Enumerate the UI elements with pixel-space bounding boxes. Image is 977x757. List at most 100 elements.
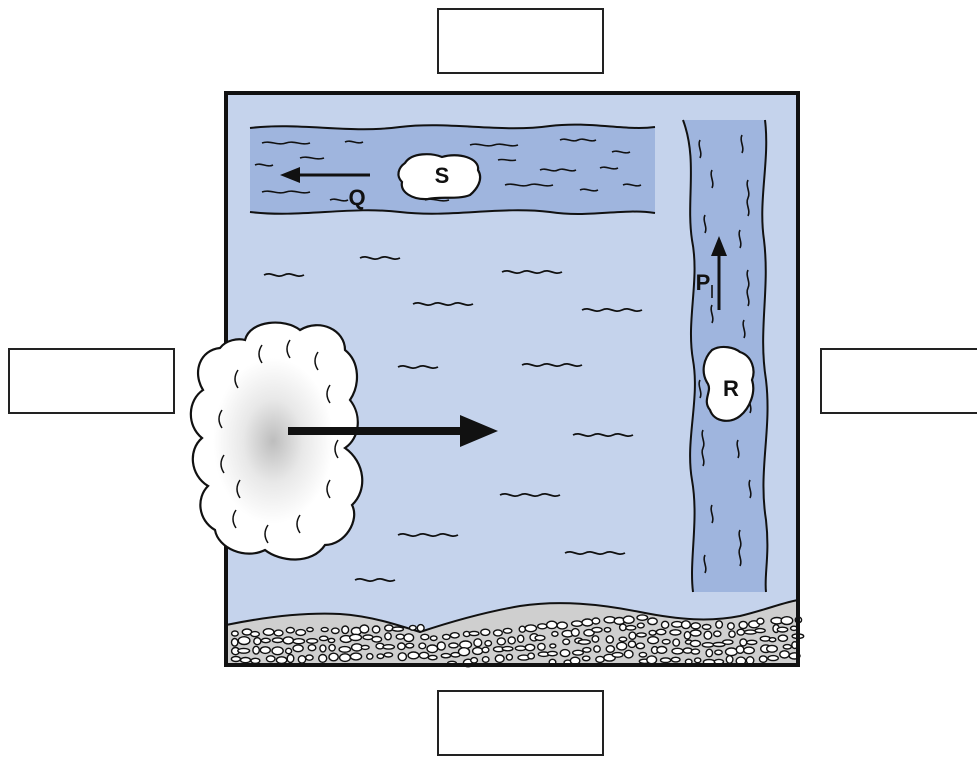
pebble (503, 628, 512, 633)
pebble (396, 634, 404, 639)
pebble (583, 648, 591, 653)
pebble (690, 630, 701, 636)
pebble (251, 658, 260, 663)
pebble (419, 652, 428, 658)
pebble (649, 630, 656, 635)
label-p: P (696, 270, 711, 295)
pebble (672, 648, 683, 654)
pebble (469, 631, 479, 635)
pebble (739, 621, 747, 628)
pebble (757, 618, 764, 624)
pebble (661, 658, 671, 663)
pebble (406, 643, 414, 648)
pebble (508, 637, 515, 644)
pebble (441, 654, 450, 658)
pebble (443, 634, 450, 639)
pebble (319, 655, 327, 663)
pebble (691, 623, 700, 629)
pebble (637, 623, 644, 628)
pebble (740, 639, 747, 646)
pebble (525, 625, 536, 632)
pebble (572, 621, 583, 626)
pebble (519, 626, 525, 632)
pebble (328, 638, 334, 642)
pebble (684, 632, 690, 639)
pebble (308, 645, 316, 651)
pebble (596, 656, 604, 662)
pebble (287, 655, 294, 663)
pebble (550, 644, 556, 648)
pebble (548, 651, 558, 655)
cloud (191, 323, 362, 560)
pebble (594, 646, 600, 652)
pebble (497, 638, 505, 645)
pebble (535, 635, 545, 640)
pebble (272, 638, 282, 643)
pebble (755, 629, 765, 633)
pebble (360, 625, 369, 633)
pebble (706, 649, 712, 657)
pebble (563, 639, 570, 644)
pebble (617, 642, 627, 650)
pebble (695, 658, 701, 663)
pebble (515, 646, 526, 650)
pebble (768, 656, 778, 661)
pebble (592, 618, 600, 624)
pebble (723, 640, 733, 644)
pebble (629, 632, 636, 639)
pebble (342, 626, 349, 634)
pebble (306, 655, 313, 660)
pebble (482, 647, 489, 652)
pebble (726, 656, 733, 664)
pebble (473, 648, 483, 655)
pebble (274, 630, 283, 636)
pebble (361, 645, 369, 649)
pebble (728, 623, 735, 630)
pebble (704, 631, 712, 639)
pebble (410, 625, 417, 630)
pebble (656, 629, 665, 634)
pebble (582, 619, 593, 626)
pebble (716, 621, 723, 628)
pebble (639, 652, 646, 657)
pebble (647, 656, 657, 664)
pebble (573, 650, 584, 655)
pebble (502, 647, 513, 651)
pebble (427, 645, 438, 653)
pebble (260, 647, 270, 654)
pebble (747, 640, 757, 644)
pebble (552, 632, 558, 637)
pebble (518, 635, 524, 642)
pebble (506, 654, 512, 660)
pebble (648, 618, 657, 625)
pebble (606, 636, 613, 643)
pebble (232, 639, 238, 647)
pebble (538, 624, 547, 629)
pebble (606, 646, 614, 653)
label-s: S (435, 163, 450, 188)
pebble (637, 615, 648, 620)
pebble (737, 629, 744, 635)
pebble (691, 649, 699, 654)
pebble (372, 626, 379, 633)
pebble (571, 629, 579, 637)
pebble (767, 645, 778, 652)
pebble (690, 640, 700, 646)
pebble (673, 639, 680, 646)
pebble (592, 627, 602, 632)
pebble (321, 628, 328, 632)
pebble (253, 646, 259, 654)
pebble (450, 633, 459, 638)
pebble (392, 627, 403, 631)
pebble (624, 650, 633, 658)
pebble (339, 647, 350, 653)
pebble (682, 621, 691, 629)
pebble (408, 652, 419, 659)
pebble (628, 641, 635, 647)
pebble (495, 655, 504, 662)
pebble (398, 643, 405, 650)
label-r: R (723, 376, 739, 401)
pebble (283, 637, 293, 644)
pebble (657, 647, 667, 654)
pebble (449, 643, 458, 648)
